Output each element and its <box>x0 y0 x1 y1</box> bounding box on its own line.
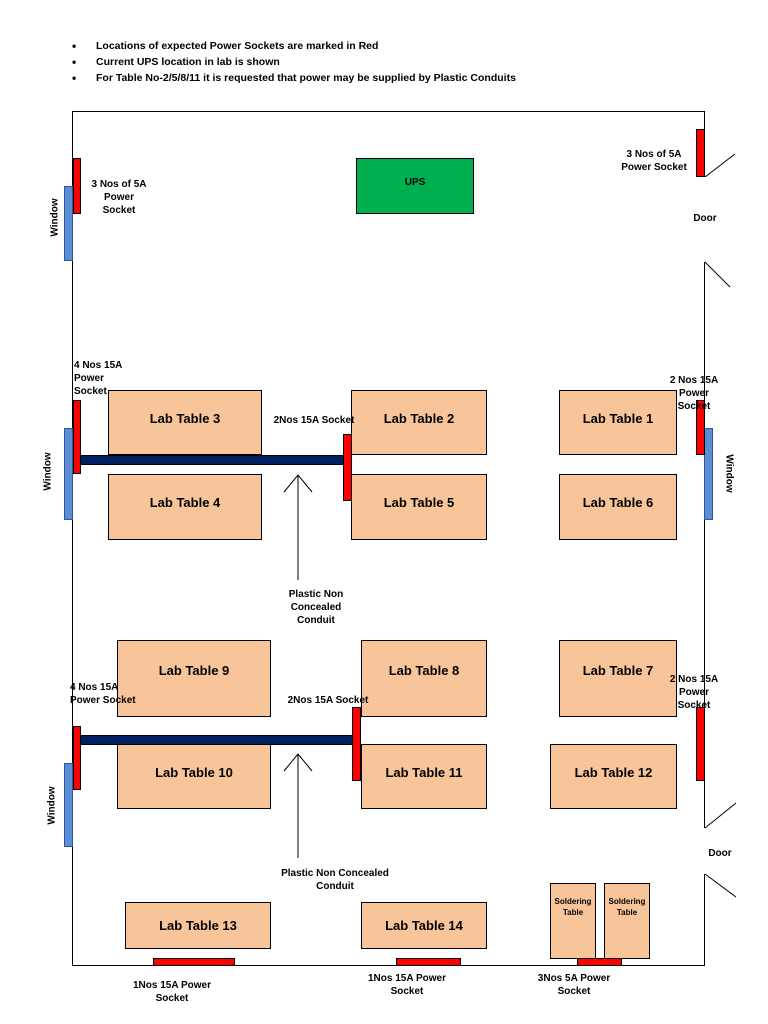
conduit-upper <box>79 455 345 465</box>
lab-table-12: Lab Table 12 <box>550 744 677 809</box>
lab-table-6: Lab Table 6 <box>559 474 677 540</box>
label-bottom-left-socket: 1Nos 15A Power Socket <box>133 980 211 1004</box>
label-center-upper-socket: 2Nos 15A Socket <box>273 415 355 426</box>
lab-table-8: Lab Table 8 <box>361 640 487 717</box>
wall-bottom <box>72 965 705 966</box>
label-bottom-mid-socket: 1Nos 15A Power Socket <box>368 973 446 997</box>
ups-box: UPS <box>356 158 474 214</box>
socket-right-upper <box>696 400 705 455</box>
window-label: Window <box>46 786 58 825</box>
socket-right-lower <box>696 707 705 781</box>
lab-table-11: Lab Table 11 <box>361 744 487 809</box>
notes-list: Locations of expected Power Sockets are … <box>72 38 516 86</box>
label-left-low-socket: 4 Nos 15A Power Socket <box>70 682 136 706</box>
window-label: Window <box>723 454 735 493</box>
socket-left-low <box>73 726 81 790</box>
lab-table-2: Lab Table 2 <box>351 390 487 455</box>
lab-table-13: Lab Table 13 <box>125 902 271 949</box>
soldering-table-2: Soldering Table <box>604 883 650 959</box>
label-left-mid-socket: 4 Nos 15A Power Socket <box>74 360 122 397</box>
lab-table-4: Lab Table 4 <box>108 474 262 540</box>
socket-left-mid <box>73 400 81 474</box>
socket-center-upper <box>343 434 352 501</box>
wall-top <box>72 111 705 112</box>
label-door-top: Door <box>693 213 717 224</box>
lab-table-10: Lab Table 10 <box>117 744 271 809</box>
lab-table-5: Lab Table 5 <box>351 474 487 540</box>
window-right <box>704 428 713 520</box>
label-right-upper-socket: 2 Nos 15A Power Socket <box>669 375 719 412</box>
soldering-table-1: Soldering Table <box>550 883 596 959</box>
lab-table-14: Lab Table 14 <box>361 902 487 949</box>
note-item: Current UPS location in lab is shown <box>72 54 516 70</box>
socket-bottom-left <box>153 958 235 966</box>
socket-bottom-mid <box>396 958 461 966</box>
wall-right-segment <box>704 874 705 966</box>
lab-table-1: Lab Table 1 <box>559 390 677 455</box>
window-left-top <box>64 186 73 261</box>
label-conduit-lower: Plastic Non Concealed Conduit <box>281 868 389 892</box>
label-right-lower-socket: 2 Nos 15A Power Socket <box>669 674 719 711</box>
label-center-lower-socket: 2Nos 15A Socket <box>287 695 369 706</box>
lab-table-7: Lab Table 7 <box>559 640 677 717</box>
note-item: Locations of expected Power Sockets are … <box>72 38 516 54</box>
label-door-bottom: Door <box>708 848 732 859</box>
label-conduit-upper: Plastic Non Concealed Conduit <box>288 589 344 626</box>
window-label: Window <box>49 198 61 237</box>
conduit-lower <box>79 735 354 745</box>
window-left-low <box>64 763 73 847</box>
label-left-top-socket: 3 Nos of 5A Power Socket <box>91 179 147 216</box>
socket-center-lower <box>352 707 361 781</box>
window-left-mid <box>64 428 73 520</box>
window-label: Window <box>42 452 54 491</box>
socket-left-top <box>73 158 81 214</box>
socket-right-top <box>696 129 705 177</box>
lab-table-9: Lab Table 9 <box>117 640 271 717</box>
socket-bottom-right <box>577 958 622 966</box>
label-right-top-socket: 3 Nos of 5A Power Socket <box>621 149 687 173</box>
wall-right-segment <box>704 262 705 828</box>
note-item: For Table No-2/5/8/11 it is requested th… <box>72 70 516 86</box>
label-bottom-right-socket: 3Nos 5A Power Socket <box>537 973 611 997</box>
wall-left <box>72 111 73 966</box>
lab-table-3: Lab Table 3 <box>108 390 262 455</box>
